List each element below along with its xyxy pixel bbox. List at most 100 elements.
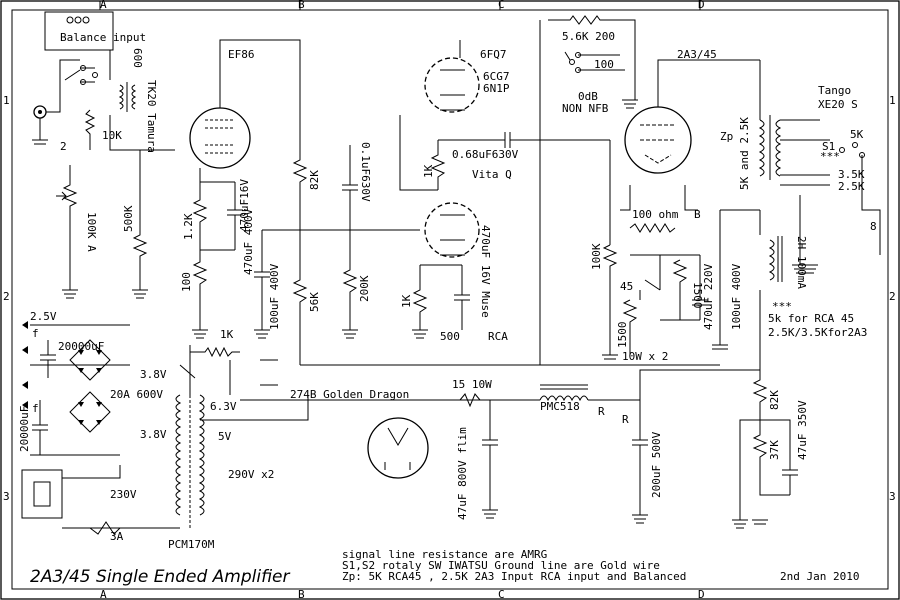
r-10w-label: 10W x 2 <box>622 350 668 363</box>
r-100k-grid <box>602 244 618 355</box>
r-1k-pot-label: 1K <box>220 328 234 341</box>
r-1500b-label: 1500 <box>691 282 704 309</box>
pcm170m-label: PCM170M <box>168 538 215 551</box>
zp-note2-label: 2.5K/3.5Kfor2A3 <box>768 326 867 339</box>
stars-choke-label: *** <box>772 300 792 313</box>
tube-6n1p-label: 6N1P <box>483 82 510 95</box>
r-label-a: R <box>598 405 605 418</box>
tube-6cg7-label: 6CG7 <box>483 70 510 83</box>
grid-col-a-top: A <box>100 0 107 11</box>
note-line-3: Zp: 5K RCA45 , 2.5K 2A3 Input RCA input … <box>342 570 686 583</box>
power-transformer-primary <box>175 394 182 516</box>
inner-frame <box>11 9 889 590</box>
v-230-label: 230V <box>110 488 137 501</box>
r-1500-a <box>622 299 638 355</box>
c-20000b-label: 20000uF <box>18 406 31 452</box>
r-82k-ps <box>739 370 768 520</box>
note-line-2: S1,S2 rotaly SW IWATSU Ground line are G… <box>342 559 660 572</box>
tap-5k-label: 5K <box>850 128 864 141</box>
ef86-stage: EF86 1.2K 470uF16V 100 82K 56K 470uF 400… <box>180 39 420 365</box>
r-1k-lower-label: 1K <box>400 294 413 308</box>
c-01uf630v-label: 0.1uF630V <box>359 142 372 202</box>
r-15-10w-label: 15 10W <box>452 378 492 391</box>
diode-20a-label: 20A 600V <box>110 388 163 401</box>
zp-note1-label: 5k for RCA 45 <box>768 312 854 325</box>
r-500-label: 500 <box>440 330 460 343</box>
r-1-2k <box>192 182 208 250</box>
c-068uf-label: 0.68uF630V <box>452 148 519 161</box>
c-470uf400v-label: 470uF 400V <box>242 208 255 275</box>
r-82k-label: 82K <box>308 170 321 190</box>
r-37k-label: 37K <box>768 440 781 460</box>
r-500k <box>132 150 148 290</box>
c-47-800-label: 47uF 800V flim <box>456 427 469 520</box>
c-200uf-500v <box>588 399 648 515</box>
nfb-100-label: 100 <box>594 58 614 71</box>
r-1k-cathode <box>430 140 446 190</box>
r-200k-label: 200K <box>358 275 371 302</box>
note-line-1: signal line resistance are AMRG <box>342 548 547 561</box>
grid-row-1-left: 1 <box>3 94 10 107</box>
c-20000uf-a <box>40 340 56 378</box>
heater-pot-1k <box>190 346 240 358</box>
non-nfb-label: NON NFB <box>562 102 609 115</box>
choke-label: 2H 100mA <box>795 236 808 289</box>
c-100uf400v-b-label: 100uF 400V <box>730 263 743 330</box>
input-section: Balance input 2 10K 600 TK20 Tamura 100K… <box>32 11 175 299</box>
c-470uf-400v <box>254 229 300 330</box>
input-select-2-label: 2 <box>60 140 67 153</box>
muse-label: 470uF 16V Muse <box>479 225 492 318</box>
c-220v-label: 470uF 220V <box>702 263 715 330</box>
v-63-label: 6.3V <box>210 400 237 413</box>
r-100-label: 100 <box>180 272 193 292</box>
grid-row-2-right: 2 <box>889 290 896 303</box>
diagram-date: 2nd Jan 2010 <box>780 570 859 583</box>
grid-col-b-top: B <box>298 0 305 11</box>
odb-label: 0dB <box>578 90 598 103</box>
s1-label: S1 <box>822 140 835 153</box>
v-5-label: 5V <box>218 430 232 443</box>
driver-stage: 6FQ7 6CG7 6N1P 1K 0.68uF630V Vita Q 470u… <box>399 20 610 365</box>
grid-row-3-right: 3 <box>889 490 896 503</box>
nfb-56k-label: 5.6K 200 <box>562 30 615 43</box>
r-10k-label: 10K <box>102 129 122 142</box>
tube-6fq7-label: 6FQ7 <box>480 48 507 61</box>
output-transformer: Zp 5K and 2.5K Tango XE20 S S1 5K *** 3.… <box>720 60 881 370</box>
r-56k <box>292 230 308 365</box>
choke-pmc518 <box>490 384 589 402</box>
v-290-label: 290V x2 <box>228 468 274 481</box>
c-100uf-400v-out <box>712 210 728 350</box>
rectifier-274b <box>367 417 429 479</box>
v-38a-label: 3.8V <box>140 368 167 381</box>
tap-35k-label: 3.5K <box>838 168 865 181</box>
tamura-label: TK20 Tamura <box>145 80 158 153</box>
grid-col-d-top: D <box>698 0 705 11</box>
c-200-500-label: 200uF 500V <box>650 431 663 498</box>
c-470uf16v-label: 470uF16V <box>238 179 251 232</box>
r-37k <box>752 420 790 496</box>
c-47uf-350v <box>760 419 798 495</box>
grid-row-2-left: 2 <box>3 290 10 303</box>
grid-col-a-bottom: A <box>100 588 107 600</box>
grid-row-3-left: 3 <box>3 490 10 503</box>
zp-label: Zp <box>720 130 733 143</box>
hum-100ohm-label: 100 ohm <box>632 208 679 221</box>
r-label-b: R <box>622 413 629 426</box>
volume-100k-label: 100K A <box>85 212 98 252</box>
choke-2h <box>768 236 783 282</box>
r-100k-label: 100K <box>590 243 603 270</box>
diagram-title: 2A3/45 Single Ended Amplifier <box>30 567 291 587</box>
v-2-5-label: 2.5V <box>30 310 57 323</box>
grid-col-c-top: C <box>498 0 505 11</box>
zp-value-label: 5K and 2.5K <box>738 117 751 190</box>
hum-pot-100ohm <box>629 223 676 233</box>
power-transformer-secondary <box>198 394 205 516</box>
c-100uf400v-label: 100uF 400V <box>268 263 281 330</box>
r-1k-lower <box>412 264 462 330</box>
r-200k <box>342 230 358 330</box>
c-470uf-16v <box>227 182 243 250</box>
driver-tube-lower <box>424 202 480 258</box>
